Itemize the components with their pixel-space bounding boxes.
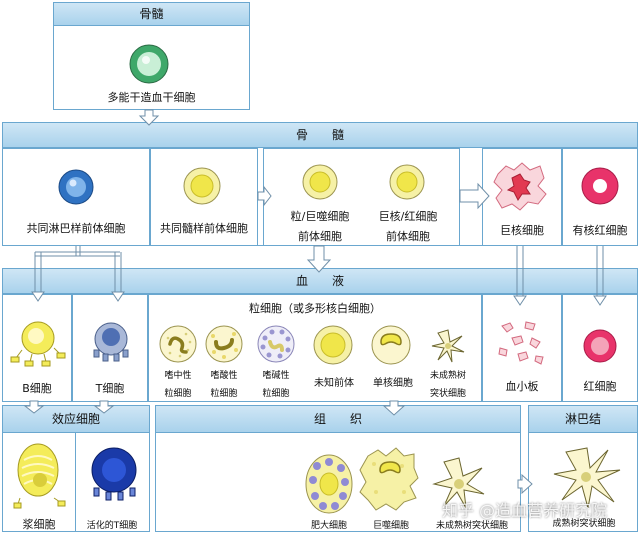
nucleated-rbc-label: 有核红细胞 <box>572 224 628 237</box>
platelet-label: 血小板 <box>505 380 539 393</box>
basophil-label-2: 粒细胞 <box>262 389 290 399</box>
top-marrow-header: 骨髓 <box>53 2 250 26</box>
monocyte-label: 单核细胞 <box>373 378 413 389</box>
neutrophil-label-1: 嗜中性 <box>164 371 192 381</box>
blood-cell-platelet <box>482 294 562 402</box>
gmp-label-1: 粒/巨噬细胞 <box>290 210 350 223</box>
imm-dc-blood-label-2: 突状细胞 <box>429 389 466 399</box>
effector-header: 效应细胞 <box>2 405 150 433</box>
unknown-precursor-label: 未知前体 <box>314 378 354 389</box>
mep-cell-icon <box>389 164 425 200</box>
t-cell-label: T细胞 <box>95 382 125 395</box>
hsc-cell-icon <box>129 44 169 84</box>
neutrophil-cell-icon <box>159 325 197 363</box>
watermark: 知乎 @造血营养研究院 <box>442 501 608 520</box>
cmp-label: 共同髓样前体细胞 <box>160 222 248 235</box>
b-cell-icon <box>10 321 66 367</box>
basophil-cell-icon <box>257 325 295 363</box>
platelet-cell-icon <box>498 321 544 365</box>
tissue-header: 组 织 <box>155 405 521 433</box>
imm-dc-blood-cell-icon <box>431 329 465 363</box>
mep-label-1: 巨核/红细胞 <box>378 210 438 223</box>
mast-cell-icon <box>305 454 353 514</box>
unknown-precursor-cell-icon <box>313 325 353 365</box>
megakaryocyte-label: 巨核细胞 <box>500 224 544 237</box>
macrophage-cell-icon <box>359 447 419 511</box>
activated-t-cell-icon <box>91 447 137 501</box>
gmp-cell-icon <box>302 164 338 200</box>
hsc-label: 多能干造血干细胞 <box>107 91 196 104</box>
megakaryocyte-cell-icon <box>493 162 547 211</box>
t-cell-icon <box>93 322 129 362</box>
activated-t-label: 活化的T细胞 <box>86 521 138 531</box>
rbc-label: 红细胞 <box>583 380 617 393</box>
macrophage-label: 巨噬细胞 <box>372 521 409 531</box>
clp-label: 共同淋巴样前体细胞 <box>26 222 126 235</box>
mast-cell-label: 肥大细胞 <box>310 521 347 531</box>
imm-dc-tissue-label: 未成熟树突状细胞 <box>435 521 508 531</box>
eosinophil-cell-icon <box>205 325 243 363</box>
nucleated-rbc-cell-icon <box>581 167 619 205</box>
plasma-cell-icon <box>13 443 66 509</box>
mature-dc-cell-icon <box>553 447 621 509</box>
marrow-cell-progenitors <box>263 148 460 246</box>
neutrophil-label-2: 粒细胞 <box>164 389 192 399</box>
plasma-cell-label: 浆细胞 <box>22 518 56 531</box>
marrow-header: 骨 髓 <box>2 122 638 148</box>
cmp-cell-icon <box>183 167 221 205</box>
monocyte-cell-icon <box>371 325 411 365</box>
imm-dc-tissue-cell-icon <box>432 457 485 509</box>
rbc-cell-icon <box>583 329 617 363</box>
lymph-node-header: 淋巴结 <box>528 405 638 433</box>
b-cell-label: B细胞 <box>22 382 52 395</box>
eosinophil-label-2: 粒细胞 <box>210 389 238 399</box>
imm-dc-blood-label-1: 未成熟树 <box>429 371 466 381</box>
granulocyte-group-label: 粒细胞（或多形核白细胞） <box>249 302 381 315</box>
mature-dc-label: 成熟树突状细胞 <box>552 519 616 529</box>
gmp-label-2: 前体细胞 <box>298 230 342 243</box>
eosinophil-label-1: 嗜酸性 <box>210 371 238 381</box>
clp-cell-icon <box>58 169 94 205</box>
basophil-label-1: 嗜碱性 <box>262 371 290 381</box>
blood-header: 血 液 <box>2 268 638 294</box>
mep-label-2: 前体细胞 <box>386 230 430 243</box>
effector-divider <box>75 433 76 532</box>
